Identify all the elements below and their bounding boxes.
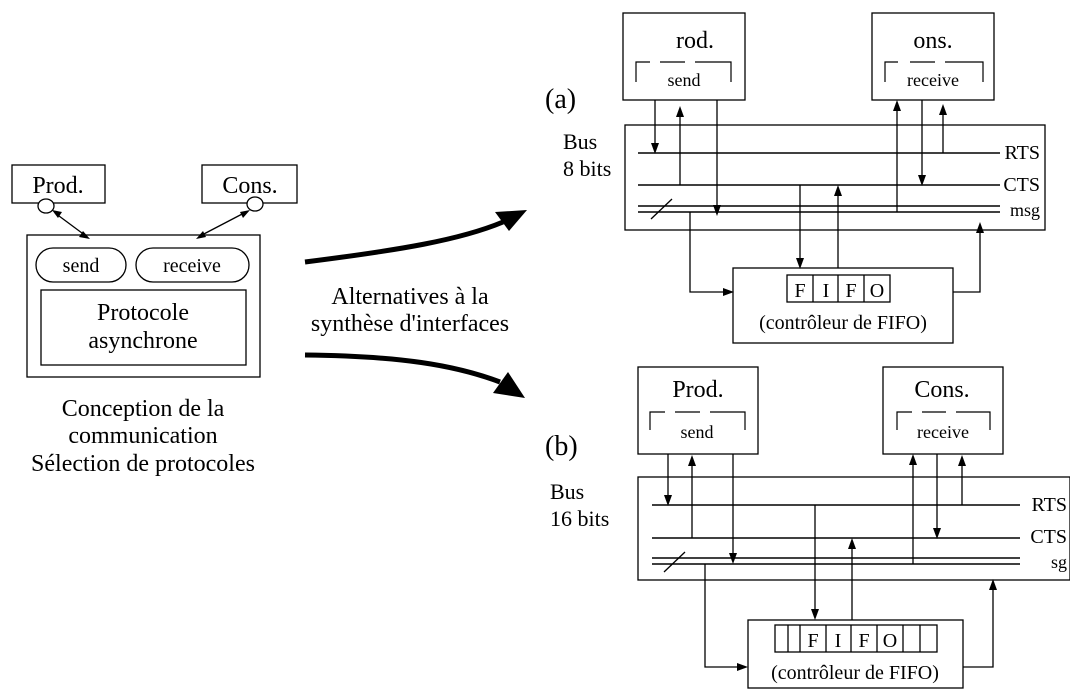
producer-b-box	[637, 366, 759, 455]
producer-label: Prod.	[32, 173, 83, 199]
label-a: (a)	[545, 84, 576, 115]
send-label: send	[63, 255, 100, 277]
protocol-line2: asynchrone	[88, 328, 197, 354]
receive-a-label: receive	[907, 70, 959, 90]
producer-b-label: Prod.	[672, 377, 723, 403]
bus-b-line1: Bus	[550, 479, 584, 504]
receive-method	[135, 247, 250, 283]
fifo-b-f1: F	[807, 630, 818, 652]
controller-b-label: (contrôleur de FIFO)	[771, 662, 939, 684]
controller-a-label: (contrôleur de FIFO)	[759, 312, 927, 334]
fifo-b-i: I	[835, 630, 842, 652]
cts-a-label: CTS	[1003, 174, 1040, 196]
consumer-b-box	[882, 366, 1004, 455]
msg-b-label: sg	[1051, 552, 1067, 572]
arrow-to-a	[304, 219, 504, 265]
consumer-receive-arrow	[199, 211, 247, 237]
send-method	[35, 247, 127, 283]
middle-line1: Alternatives à la	[331, 284, 489, 310]
bus-b-line2: 16 bits	[550, 506, 609, 531]
rts-b-label: RTS	[1032, 494, 1067, 516]
bus-b-box	[637, 476, 1070, 581]
fifo-b-f2: F	[858, 630, 869, 652]
fifo-b-o: O	[883, 630, 897, 652]
fifo-b	[774, 624, 938, 653]
cts-b-label: CTS	[1030, 526, 1067, 548]
fifo-a-f1: F	[794, 280, 805, 302]
send-a-label: send	[668, 70, 701, 90]
consumer-box	[201, 164, 298, 204]
label-b: (b)	[545, 431, 578, 462]
producer-box	[11, 164, 106, 204]
producer-send-arrow	[54, 212, 87, 237]
consumer-label: Cons.	[222, 173, 277, 199]
producer-a-box	[622, 12, 746, 101]
left-design: Prod. Cons. send receive Protocole async…	[11, 164, 298, 477]
caption-line2: communication	[68, 423, 217, 449]
fifo-a-o: O	[870, 280, 884, 302]
bus-a-box	[624, 124, 1046, 231]
middle-line2: synthèse d'interfaces	[311, 311, 509, 337]
protocol-box	[40, 289, 247, 366]
alternative-a: (a) Bus 8 bits rod. send ons. receive RT…	[545, 12, 1046, 344]
receive-label: receive	[163, 255, 221, 277]
rts-a-label: RTS	[1005, 142, 1040, 164]
fifo-a-f2: F	[845, 280, 856, 302]
consumer-port	[246, 196, 264, 212]
producer-a-label: rod.	[676, 28, 714, 54]
consumer-a-label: ons.	[913, 28, 952, 54]
alternative-b: (b) Bus 16 bits Prod. send Cons. receive…	[545, 366, 1070, 689]
msg-a-label: msg	[1010, 200, 1040, 220]
fifo-a-i: I	[823, 280, 830, 302]
alternatives: Alternatives à la synthèse d'interfaces	[304, 210, 527, 398]
bus-a-line2: 8 bits	[563, 156, 611, 181]
producer-port	[37, 198, 55, 214]
send-b-label: send	[681, 422, 714, 442]
protocol-line1: Protocole	[97, 300, 189, 326]
caption-line1: Conception de la	[62, 396, 225, 422]
consumer-b-label: Cons.	[914, 377, 969, 403]
arrow-to-b	[304, 352, 501, 385]
bus-a-line1: Bus	[563, 129, 597, 154]
consumer-a-box	[871, 12, 995, 101]
receive-b-label: receive	[917, 422, 969, 442]
caption-line3: Sélection de protocoles	[31, 451, 255, 477]
